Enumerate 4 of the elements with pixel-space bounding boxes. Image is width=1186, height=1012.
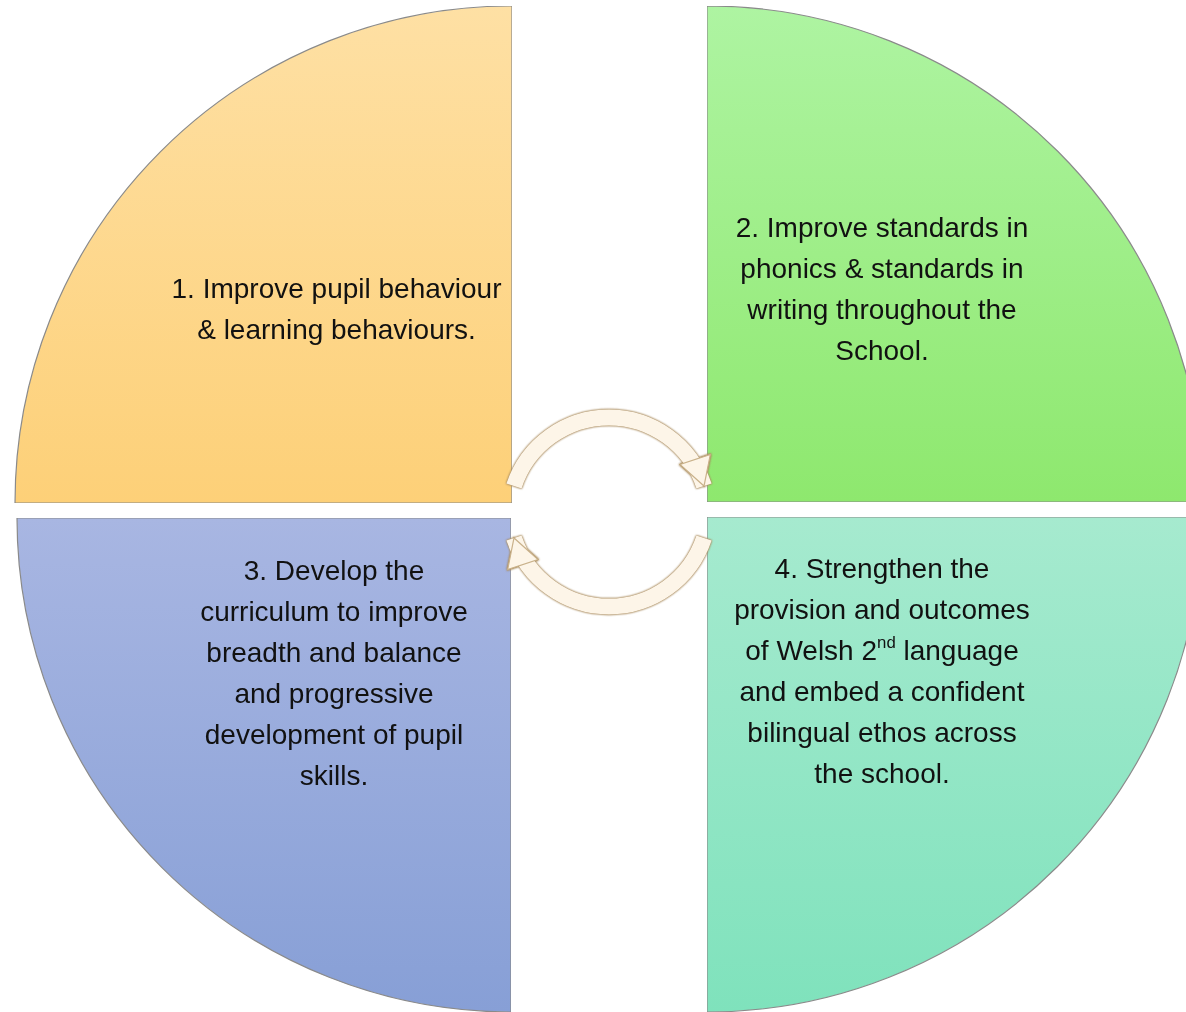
goal-text: 4. Strengthen the provision and outcomes of Welsh 2$^{nd}$ language and embed a confident bilingual ethos across the school.	[733, 552, 1031, 791]
goal-text: 3. Develop the curriculum to improve breadth and balance and progressive development of pupil skills.	[199, 554, 469, 793]
goal-text: 2. Improve standards in phonics & standards in writing throughout the School.	[734, 211, 1030, 368]
goal-text: 1. Improve pupil behaviour & learning behaviours.	[170, 272, 503, 347]
